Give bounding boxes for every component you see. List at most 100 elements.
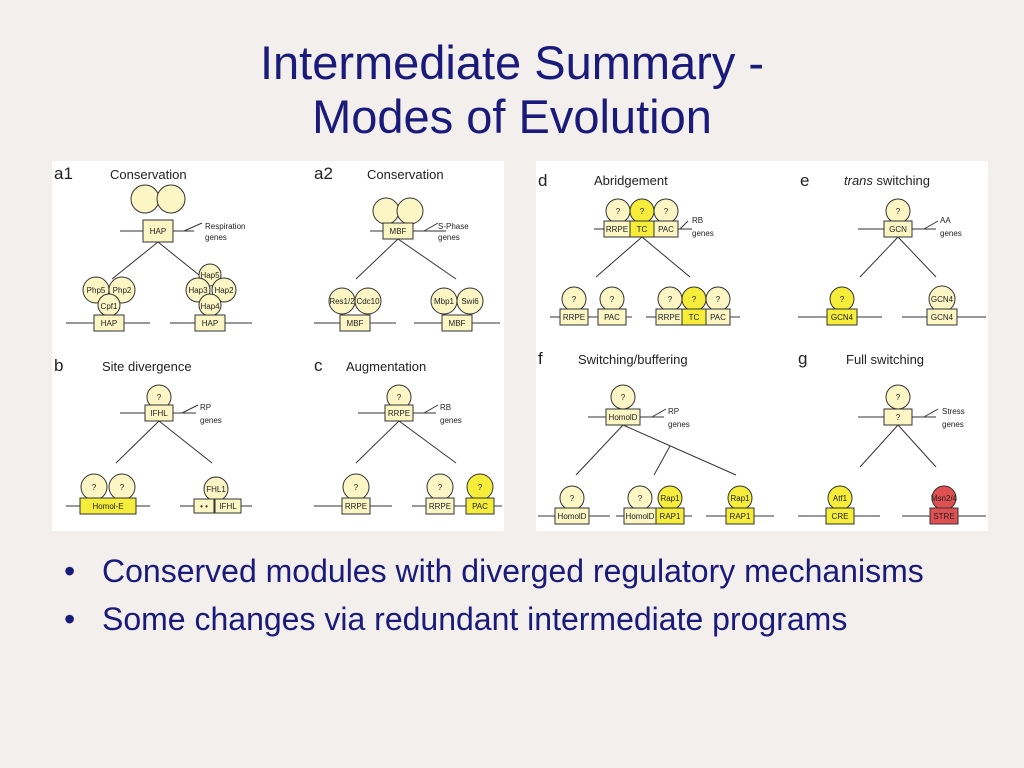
svg-text:genes: genes bbox=[440, 416, 462, 425]
slide-title: Intermediate Summary - Modes of Evolutio… bbox=[0, 36, 1024, 144]
panel-label-f: f bbox=[538, 349, 543, 368]
panel-title-f: Switching/buffering bbox=[578, 352, 688, 367]
svg-text:RRPE: RRPE bbox=[563, 313, 585, 322]
svg-text:RAP1: RAP1 bbox=[660, 512, 681, 521]
panel-label-e: e bbox=[800, 171, 809, 190]
svg-text:IFHL: IFHL bbox=[150, 409, 168, 418]
svg-text:PAC: PAC bbox=[472, 502, 488, 511]
site-c-l bbox=[341, 497, 371, 515]
panel-label-d: d bbox=[538, 171, 547, 190]
site-b-l bbox=[79, 497, 137, 515]
svg-text:Mbp1: Mbp1 bbox=[434, 297, 455, 306]
site-d-l-1 bbox=[559, 308, 589, 326]
panel-title-d: Abridgement bbox=[594, 173, 668, 188]
svg-text:RP: RP bbox=[668, 407, 679, 416]
svg-text:CRE: CRE bbox=[832, 512, 849, 521]
svg-text:?: ? bbox=[570, 494, 575, 503]
svg-text:?: ? bbox=[92, 483, 97, 492]
svg-text:Hap3: Hap3 bbox=[188, 286, 208, 295]
panel-title-c: Augmentation bbox=[346, 359, 426, 374]
svg-text:Atf1: Atf1 bbox=[833, 494, 848, 503]
factor-a2-r-2 bbox=[456, 287, 484, 315]
panel-title-a2: Conservation bbox=[367, 167, 444, 182]
svg-text:S-Phase: S-Phase bbox=[438, 222, 469, 231]
panel-c: c Augmentation ? RRPE RB genes ? RRPE ? … bbox=[314, 356, 502, 515]
svg-text:?: ? bbox=[397, 393, 402, 402]
svg-text:genes: genes bbox=[200, 416, 222, 425]
svg-text:Res1/2: Res1/2 bbox=[329, 297, 355, 306]
panel-a1: a1 Conservation HAP Respiration genes Ph… bbox=[54, 164, 252, 332]
svg-text:Hap2: Hap2 bbox=[214, 286, 234, 295]
svg-text:GCN4: GCN4 bbox=[931, 313, 954, 322]
panel-label-a2: a2 bbox=[314, 164, 333, 183]
site-g-l bbox=[825, 507, 855, 525]
svg-text:?: ? bbox=[572, 295, 577, 304]
factor-a1-top-2 bbox=[156, 184, 186, 214]
panel-label-c: c bbox=[314, 356, 323, 375]
svg-text:Rap1: Rap1 bbox=[730, 494, 750, 503]
panel-a2: a2 Conservation MBF S-Phase genes Res1/2… bbox=[314, 164, 500, 332]
svg-text:?: ? bbox=[354, 483, 359, 492]
svg-text:Homol-E: Homol-E bbox=[92, 502, 123, 511]
figure-right: d Abridgement ? ? ? RRPE TC PAC RB genes… bbox=[536, 161, 988, 531]
svg-text:HomolD: HomolD bbox=[609, 413, 638, 422]
bullet-text-1: Conserved modules with diverged regulato… bbox=[102, 553, 924, 589]
svg-text:Hap4: Hap4 bbox=[200, 302, 220, 311]
svg-text:MBF: MBF bbox=[390, 227, 407, 236]
svg-text:FHL1: FHL1 bbox=[206, 485, 226, 494]
site-c-r-1 bbox=[425, 497, 455, 515]
factor-a2-top-2 bbox=[396, 197, 424, 225]
svg-text:genes: genes bbox=[668, 420, 690, 429]
svg-text:Respiration: Respiration bbox=[205, 222, 245, 231]
svg-text:?: ? bbox=[120, 483, 125, 492]
site-d-r-3 bbox=[705, 308, 731, 326]
bullet-text-2: Some changes via redundant intermediate … bbox=[102, 601, 848, 637]
svg-text:?: ? bbox=[840, 295, 845, 304]
svg-text:Msn2/4: Msn2/4 bbox=[931, 494, 958, 503]
svg-text:?: ? bbox=[157, 393, 162, 402]
svg-text:Stress: Stress bbox=[942, 407, 965, 416]
svg-text:HAP: HAP bbox=[101, 319, 117, 328]
svg-text:GCN4: GCN4 bbox=[831, 313, 854, 322]
svg-text:GCN: GCN bbox=[889, 225, 907, 234]
svg-text:HomolD: HomolD bbox=[626, 512, 655, 521]
factor-a2-top-1 bbox=[372, 197, 400, 225]
panel-title-g: Full switching bbox=[846, 352, 924, 367]
site-e-l bbox=[826, 308, 858, 326]
svg-text:?: ? bbox=[616, 207, 621, 216]
site-d-l-2 bbox=[597, 308, 627, 326]
svg-text:HAP: HAP bbox=[202, 319, 218, 328]
title-line-1: Intermediate Summary - bbox=[259, 36, 765, 89]
factor-a2-l-2 bbox=[354, 287, 382, 315]
panel-title-b: Site divergence bbox=[102, 359, 192, 374]
site-f-m-2 bbox=[655, 507, 685, 525]
panel-title-e: trans switching bbox=[844, 173, 930, 188]
panel-title-a1: Conservation bbox=[110, 167, 187, 182]
svg-text:Swi6: Swi6 bbox=[461, 297, 479, 306]
svg-text:?: ? bbox=[638, 494, 643, 503]
factor-a1-top-1 bbox=[130, 184, 160, 214]
svg-text:Hap5: Hap5 bbox=[200, 271, 220, 280]
panel-b: b Site divergence ? IFHL RP genes ? ? Ho… bbox=[54, 356, 252, 515]
svg-text:HAP: HAP bbox=[150, 227, 166, 236]
factor-a1-r-3 bbox=[211, 277, 237, 303]
svg-text:RRPE: RRPE bbox=[388, 409, 410, 418]
svg-text:RAP1: RAP1 bbox=[730, 512, 751, 521]
svg-text:?: ? bbox=[664, 207, 669, 216]
svg-text:TC: TC bbox=[689, 313, 700, 322]
bullet-glyph: • bbox=[64, 601, 76, 637]
svg-text:genes: genes bbox=[692, 229, 714, 238]
bullet-glyph: • bbox=[64, 553, 76, 589]
site-a1-r bbox=[194, 314, 226, 332]
site-d-top-3 bbox=[653, 220, 679, 238]
bullet-item-1: • Conserved modules with diverged regula… bbox=[60, 552, 960, 590]
site-b-r bbox=[214, 498, 242, 514]
panel-f: f Switching/buffering ? HomolD RP genes … bbox=[538, 349, 774, 525]
svg-text:RP: RP bbox=[200, 403, 211, 412]
site-a2-r bbox=[441, 314, 473, 332]
svg-text:Php5: Php5 bbox=[87, 286, 106, 295]
svg-text:• •: • • bbox=[200, 502, 208, 511]
svg-text:?: ? bbox=[621, 393, 626, 402]
svg-text:Rap1: Rap1 bbox=[660, 494, 680, 503]
svg-text:?: ? bbox=[692, 295, 697, 304]
